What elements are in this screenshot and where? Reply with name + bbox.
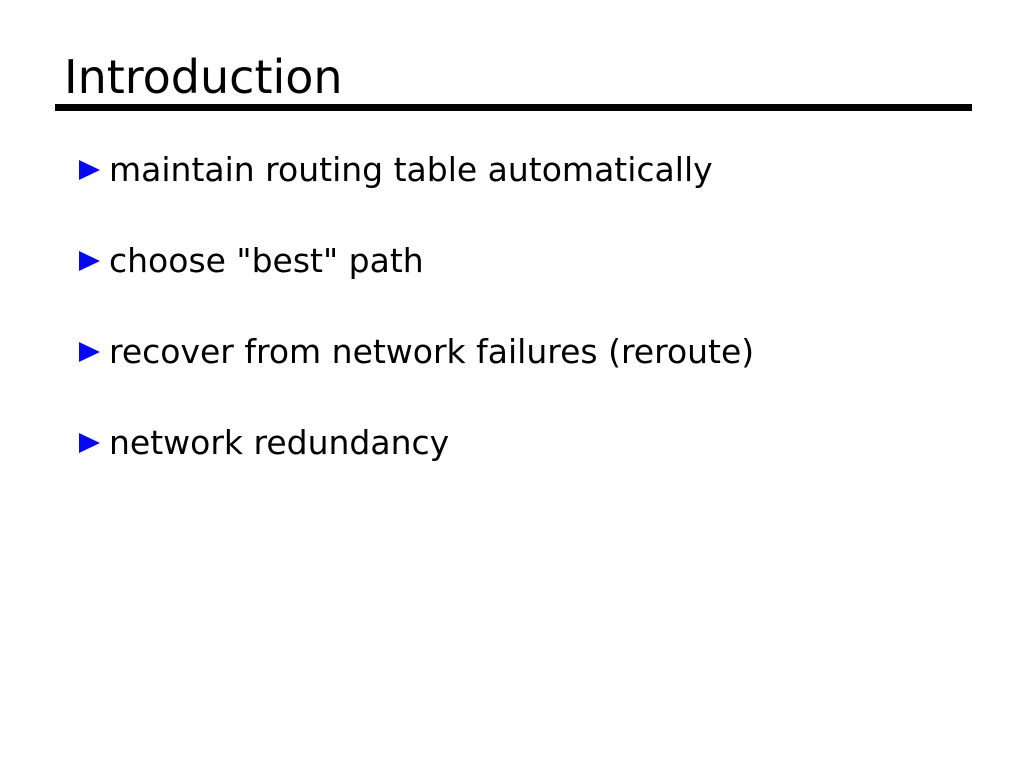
bullet-item: choose "best" path bbox=[79, 241, 424, 281]
bullet-triangle-icon bbox=[79, 160, 100, 180]
bullet-item: network redundancy bbox=[79, 423, 449, 463]
bullet-triangle-icon bbox=[79, 342, 100, 362]
bullet-item: maintain routing table automatically bbox=[79, 150, 713, 190]
bullet-text: recover from network failures (reroute) bbox=[109, 332, 755, 371]
bullet-item: recover from network failures (reroute) bbox=[79, 332, 754, 372]
bullet-text: choose "best" path bbox=[109, 241, 424, 280]
title-underline bbox=[55, 104, 972, 111]
slide-title: Introduction bbox=[64, 50, 343, 104]
bullet-triangle-icon bbox=[79, 251, 100, 271]
bullet-text: maintain routing table automatically bbox=[109, 150, 713, 189]
bullet-triangle-icon bbox=[79, 433, 100, 453]
bullet-text: network redundancy bbox=[109, 423, 450, 462]
